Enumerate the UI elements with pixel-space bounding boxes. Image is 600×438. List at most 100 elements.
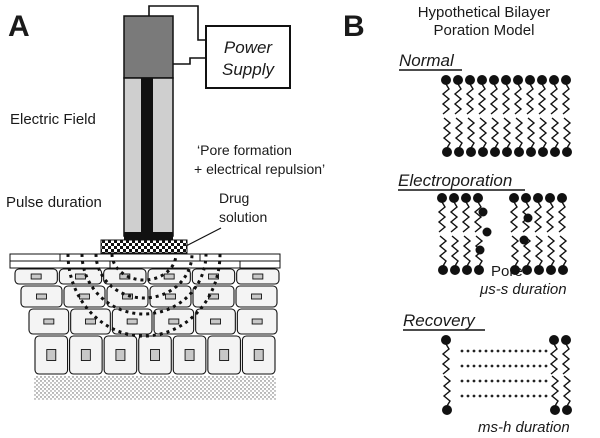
electroporation-label: Electroporation (398, 171, 512, 190)
lipid-head (522, 265, 532, 275)
lipid-tail (489, 83, 499, 115)
lipid-tail (442, 375, 452, 407)
recovery-duration: ms-h duration (478, 419, 570, 436)
lipid-head (537, 75, 547, 85)
lipid-fragment (520, 379, 524, 383)
lipid-fragment (460, 364, 464, 368)
drug-pointer-line (185, 227, 222, 247)
drug-reservoir (100, 239, 188, 254)
lipid-tail (534, 235, 544, 267)
cell-nucleus (165, 293, 176, 300)
cell-nucleus (115, 349, 126, 361)
panel-a-letter: A (8, 10, 30, 43)
lipid-head (557, 193, 567, 203)
cell-nucleus (251, 293, 262, 300)
lipid-fragment (502, 394, 506, 398)
lipid-fragment (526, 364, 530, 368)
lipid-head (449, 193, 459, 203)
lipid-fragment (484, 349, 488, 353)
lipid-fragment (526, 349, 530, 353)
lipid-fragment (472, 379, 476, 383)
cell-nucleus (251, 318, 263, 325)
cell-nucleus (252, 273, 264, 280)
lipid-fragment (520, 364, 524, 368)
lipid-tail (441, 83, 451, 115)
pulse-duration-label: Pulse duration (6, 194, 102, 211)
lipid-fragment (472, 394, 476, 398)
lipid-tail (442, 117, 452, 149)
lipid-head (550, 147, 560, 157)
lipid-head (534, 265, 544, 275)
lipid-tail (561, 343, 571, 375)
lipid-fragment (538, 364, 542, 368)
lipid-fragment (544, 364, 548, 368)
lipid-head (538, 147, 548, 157)
lipid-fragment (520, 349, 524, 353)
cell-nucleus (36, 293, 47, 300)
cell-nucleus (210, 318, 221, 325)
lipid-tail (450, 235, 460, 267)
electrode (123, 15, 174, 240)
lipid-fragment (532, 394, 536, 398)
lipid-fragment (508, 364, 512, 368)
electroporation-duration: μs-s duration (479, 281, 567, 298)
lipid-fragment (460, 349, 464, 353)
lipid-tail (550, 117, 560, 149)
cell-nucleus (46, 349, 57, 361)
cell-nucleus (122, 293, 133, 300)
lipid-head (501, 75, 511, 85)
lipid-tail (561, 83, 571, 115)
pore-edge-head (475, 245, 485, 255)
lipid-fragment (466, 364, 470, 368)
lipid-fragment (490, 394, 494, 398)
lipid-fragment (514, 394, 518, 398)
cell-nucleus (168, 318, 180, 325)
lipid-tail (473, 201, 483, 233)
lipid-tail (461, 201, 471, 233)
lipid-fragment (514, 379, 518, 383)
field-lines (66, 253, 222, 338)
dermis-layer (34, 376, 276, 400)
lipid-fragment (526, 394, 530, 398)
lipid-head (510, 265, 520, 275)
lipid-fragment (496, 394, 500, 398)
lipid-fragment (478, 379, 482, 383)
lipid-head (562, 147, 572, 157)
lipid-fragment (466, 394, 470, 398)
lipid-tail (533, 201, 543, 233)
lipid-head (438, 265, 448, 275)
cell-nucleus (75, 273, 86, 280)
lipid-fragment (502, 349, 506, 353)
lipid-head (461, 193, 471, 203)
lipid-head (441, 335, 451, 345)
lipid-tail (562, 117, 572, 149)
lipid-tail (478, 117, 488, 149)
lipid-tail (513, 83, 523, 115)
lipid-fragment (490, 364, 494, 368)
lipid-tail (501, 83, 511, 115)
lipid-fragment (508, 349, 512, 353)
cell-nucleus (80, 349, 91, 361)
lipid-fragment (544, 394, 548, 398)
lipid-head (514, 147, 524, 157)
lipid-fragment (526, 379, 530, 383)
lipid-tail (453, 83, 463, 115)
lipid-head (442, 405, 452, 415)
lipid-fragment (502, 379, 506, 383)
normal-label: Normal (399, 51, 455, 70)
lipid-head (533, 193, 543, 203)
cell-nucleus (79, 293, 90, 300)
lipid-fragment (544, 349, 548, 353)
lipid-head (474, 265, 484, 275)
lipid-tail (545, 201, 555, 233)
lipid-fragment (478, 364, 482, 368)
lipid-head (454, 147, 464, 157)
lipid-fragment (466, 349, 470, 353)
cell-nucleus (43, 318, 55, 325)
lipid-head (466, 147, 476, 157)
lipid-head (453, 75, 463, 85)
lipid-head (558, 265, 568, 275)
lipid-fragment (460, 379, 464, 383)
